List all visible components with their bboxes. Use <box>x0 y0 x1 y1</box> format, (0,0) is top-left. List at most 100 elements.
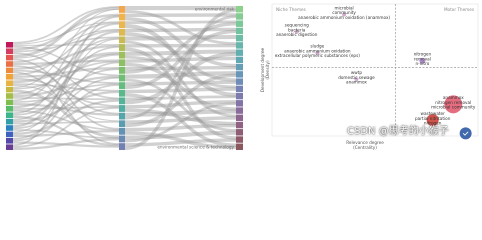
sankey-flow <box>12 138 120 150</box>
sankey-flow <box>12 71 120 145</box>
theme-keyword-label: wastewater <box>421 111 446 116</box>
sankey-flow <box>124 40 237 118</box>
x-axis-label-line: (Centrality) <box>353 145 377 150</box>
sankey-node <box>236 114 243 122</box>
sankey-flow <box>124 17 237 68</box>
sankey-node-label: environmental science & technology <box>157 144 234 149</box>
theme-bubble <box>342 12 347 17</box>
sankey-flow <box>124 8 237 151</box>
sankey-flow <box>12 99 120 135</box>
sankey-node <box>6 99 13 106</box>
sankey-node <box>119 36 125 44</box>
sankey-node <box>119 44 125 51</box>
sankey-flow <box>124 109 237 117</box>
sankey-flow <box>12 38 120 133</box>
sankey-flow <box>124 49 237 56</box>
sankey-flow <box>12 109 120 131</box>
sankey-flow <box>124 27 237 33</box>
sankey-node <box>119 135 125 143</box>
theme-keyword-label: partial nitritation <box>415 116 451 121</box>
sankey-flow <box>124 116 237 124</box>
sankey-flow <box>12 106 120 110</box>
sankey-flow <box>124 34 237 41</box>
theme-keyword-label: microbial community <box>431 105 476 110</box>
y-axis-label: Development degree(Density) <box>260 47 270 92</box>
sankey-flow <box>12 45 120 77</box>
sankey-flow <box>12 36 120 53</box>
sankey-node <box>6 80 13 86</box>
sankey-node <box>236 20 243 27</box>
sankey-node <box>6 106 13 112</box>
sankey-flow <box>12 66 120 78</box>
sankey-node <box>236 121 243 129</box>
sankey-flow <box>12 83 120 103</box>
sankey-node <box>236 78 243 85</box>
sankey-flow <box>12 7 120 58</box>
sankey-flow <box>12 59 120 66</box>
sankey-node <box>6 61 13 67</box>
sankey-flow <box>124 56 237 63</box>
sankey-node <box>236 42 243 49</box>
sankey-node <box>6 74 13 80</box>
sankey-flow <box>12 102 120 116</box>
sankey-node <box>236 100 243 107</box>
sankey-flow <box>124 93 237 147</box>
sankey-flow <box>12 15 120 147</box>
sankey-flow <box>124 10 237 45</box>
theme-bubble <box>444 95 463 114</box>
y-axis-label-line: (Density) <box>265 60 270 80</box>
sankey-node <box>236 27 243 35</box>
theme-keyword-label: n-nitro <box>415 61 429 66</box>
sankey-flow <box>12 90 120 123</box>
sankey-node <box>119 120 125 128</box>
sankey-node <box>119 127 125 135</box>
sankey-flow <box>12 14 120 102</box>
sankey-flow <box>12 83 120 92</box>
sankey-flow <box>124 22 237 74</box>
theme-keyword-label: anammox <box>346 80 367 85</box>
theme-keyword-label: anammox <box>443 95 464 100</box>
sankey-flow <box>12 129 120 139</box>
sankey-flow <box>124 20 237 24</box>
sankey-flow <box>12 120 120 125</box>
sankey-node <box>236 49 243 56</box>
sankey-node <box>119 97 125 105</box>
sankey-node <box>119 21 125 29</box>
sankey-node <box>6 118 13 125</box>
theme-bubble <box>419 57 426 64</box>
sankey-flow <box>124 15 237 120</box>
sankey-flow <box>124 100 237 109</box>
sankey-node <box>6 112 13 118</box>
sankey-node <box>6 67 13 74</box>
sankey-flow <box>124 47 237 140</box>
sankey-node <box>236 92 243 100</box>
sankey-flow <box>12 44 120 70</box>
sankey-node <box>6 131 13 138</box>
y-axis-label-line: Development degree <box>260 47 265 92</box>
sankey-node <box>236 6 243 13</box>
theme-bubble <box>354 77 359 82</box>
sankey-node <box>119 89 125 97</box>
theme-bubble <box>459 127 472 140</box>
sankey-node <box>236 71 243 78</box>
theme-keyword-label: anaerobic ammonium oxidation (anammox) <box>298 15 390 20</box>
x-axis-label: Relevance degree(Centrality) <box>346 140 384 150</box>
sankey-node <box>6 86 13 93</box>
sankey-flow <box>12 89 120 139</box>
sankey-node <box>6 138 13 144</box>
sankey-flow <box>12 84 120 142</box>
sankey-flow <box>124 73 237 128</box>
theme-keyword-label: nitrogen <box>414 52 432 57</box>
theme-keyword-label: microbial <box>334 5 353 10</box>
sankey-flow <box>12 75 120 98</box>
theme-keyword-label: extracellular polymeric substances (eps) <box>275 53 361 58</box>
plot-area <box>271 3 479 137</box>
sankey-flow <box>12 69 120 84</box>
sankey-flow <box>12 29 120 76</box>
sankey-node <box>119 112 125 120</box>
theme-keyword-label: nitrogen <box>424 121 442 126</box>
sankey-flow <box>124 78 237 132</box>
sankey-flow <box>12 53 120 109</box>
